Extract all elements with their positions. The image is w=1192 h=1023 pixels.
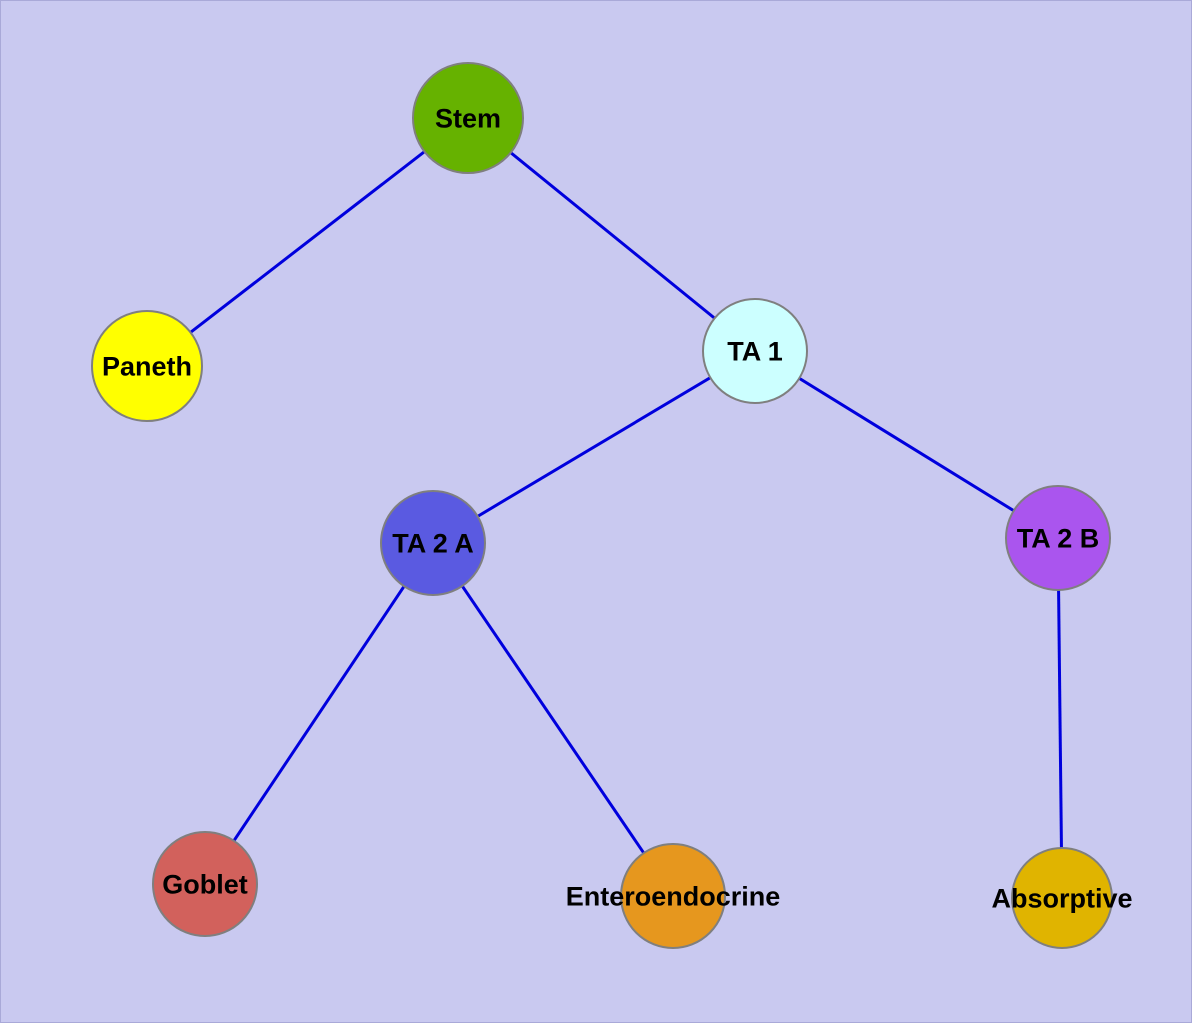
node-circle-paneth[interactable] [91, 310, 203, 422]
edge-ta-2-b-absorptive [1056, 537, 1064, 899]
node-circle-stem[interactable] [412, 62, 524, 174]
node-circle-ta-2-a[interactable] [380, 490, 486, 596]
node-ta-2-b[interactable]: TA 2 B [1005, 485, 1111, 591]
node-ta-1[interactable]: TA 1 [702, 298, 808, 404]
node-ta-2-a[interactable]: TA 2 A [380, 490, 486, 596]
node-stem[interactable]: Stem [412, 62, 524, 174]
edge-stem-paneth [146, 116, 469, 368]
node-circle-enteroendocrine[interactable] [620, 843, 726, 949]
edge-ta-2-a-goblet [203, 542, 435, 885]
edge-ta-2-a-enteroendocrine [431, 542, 675, 897]
node-circle-ta-1[interactable] [702, 298, 808, 404]
node-circle-goblet[interactable] [152, 831, 258, 937]
node-goblet[interactable]: Goblet [152, 831, 258, 937]
node-paneth[interactable]: Paneth [91, 310, 203, 422]
edges-layer [146, 116, 1064, 899]
edge-stem-ta-1 [467, 116, 756, 353]
node-circle-ta-2-b[interactable] [1005, 485, 1111, 591]
edge-ta-1-ta-2-a [432, 349, 756, 545]
node-circle-absorptive[interactable] [1011, 847, 1113, 949]
edge-ta-1-ta-2-b [754, 349, 1059, 540]
